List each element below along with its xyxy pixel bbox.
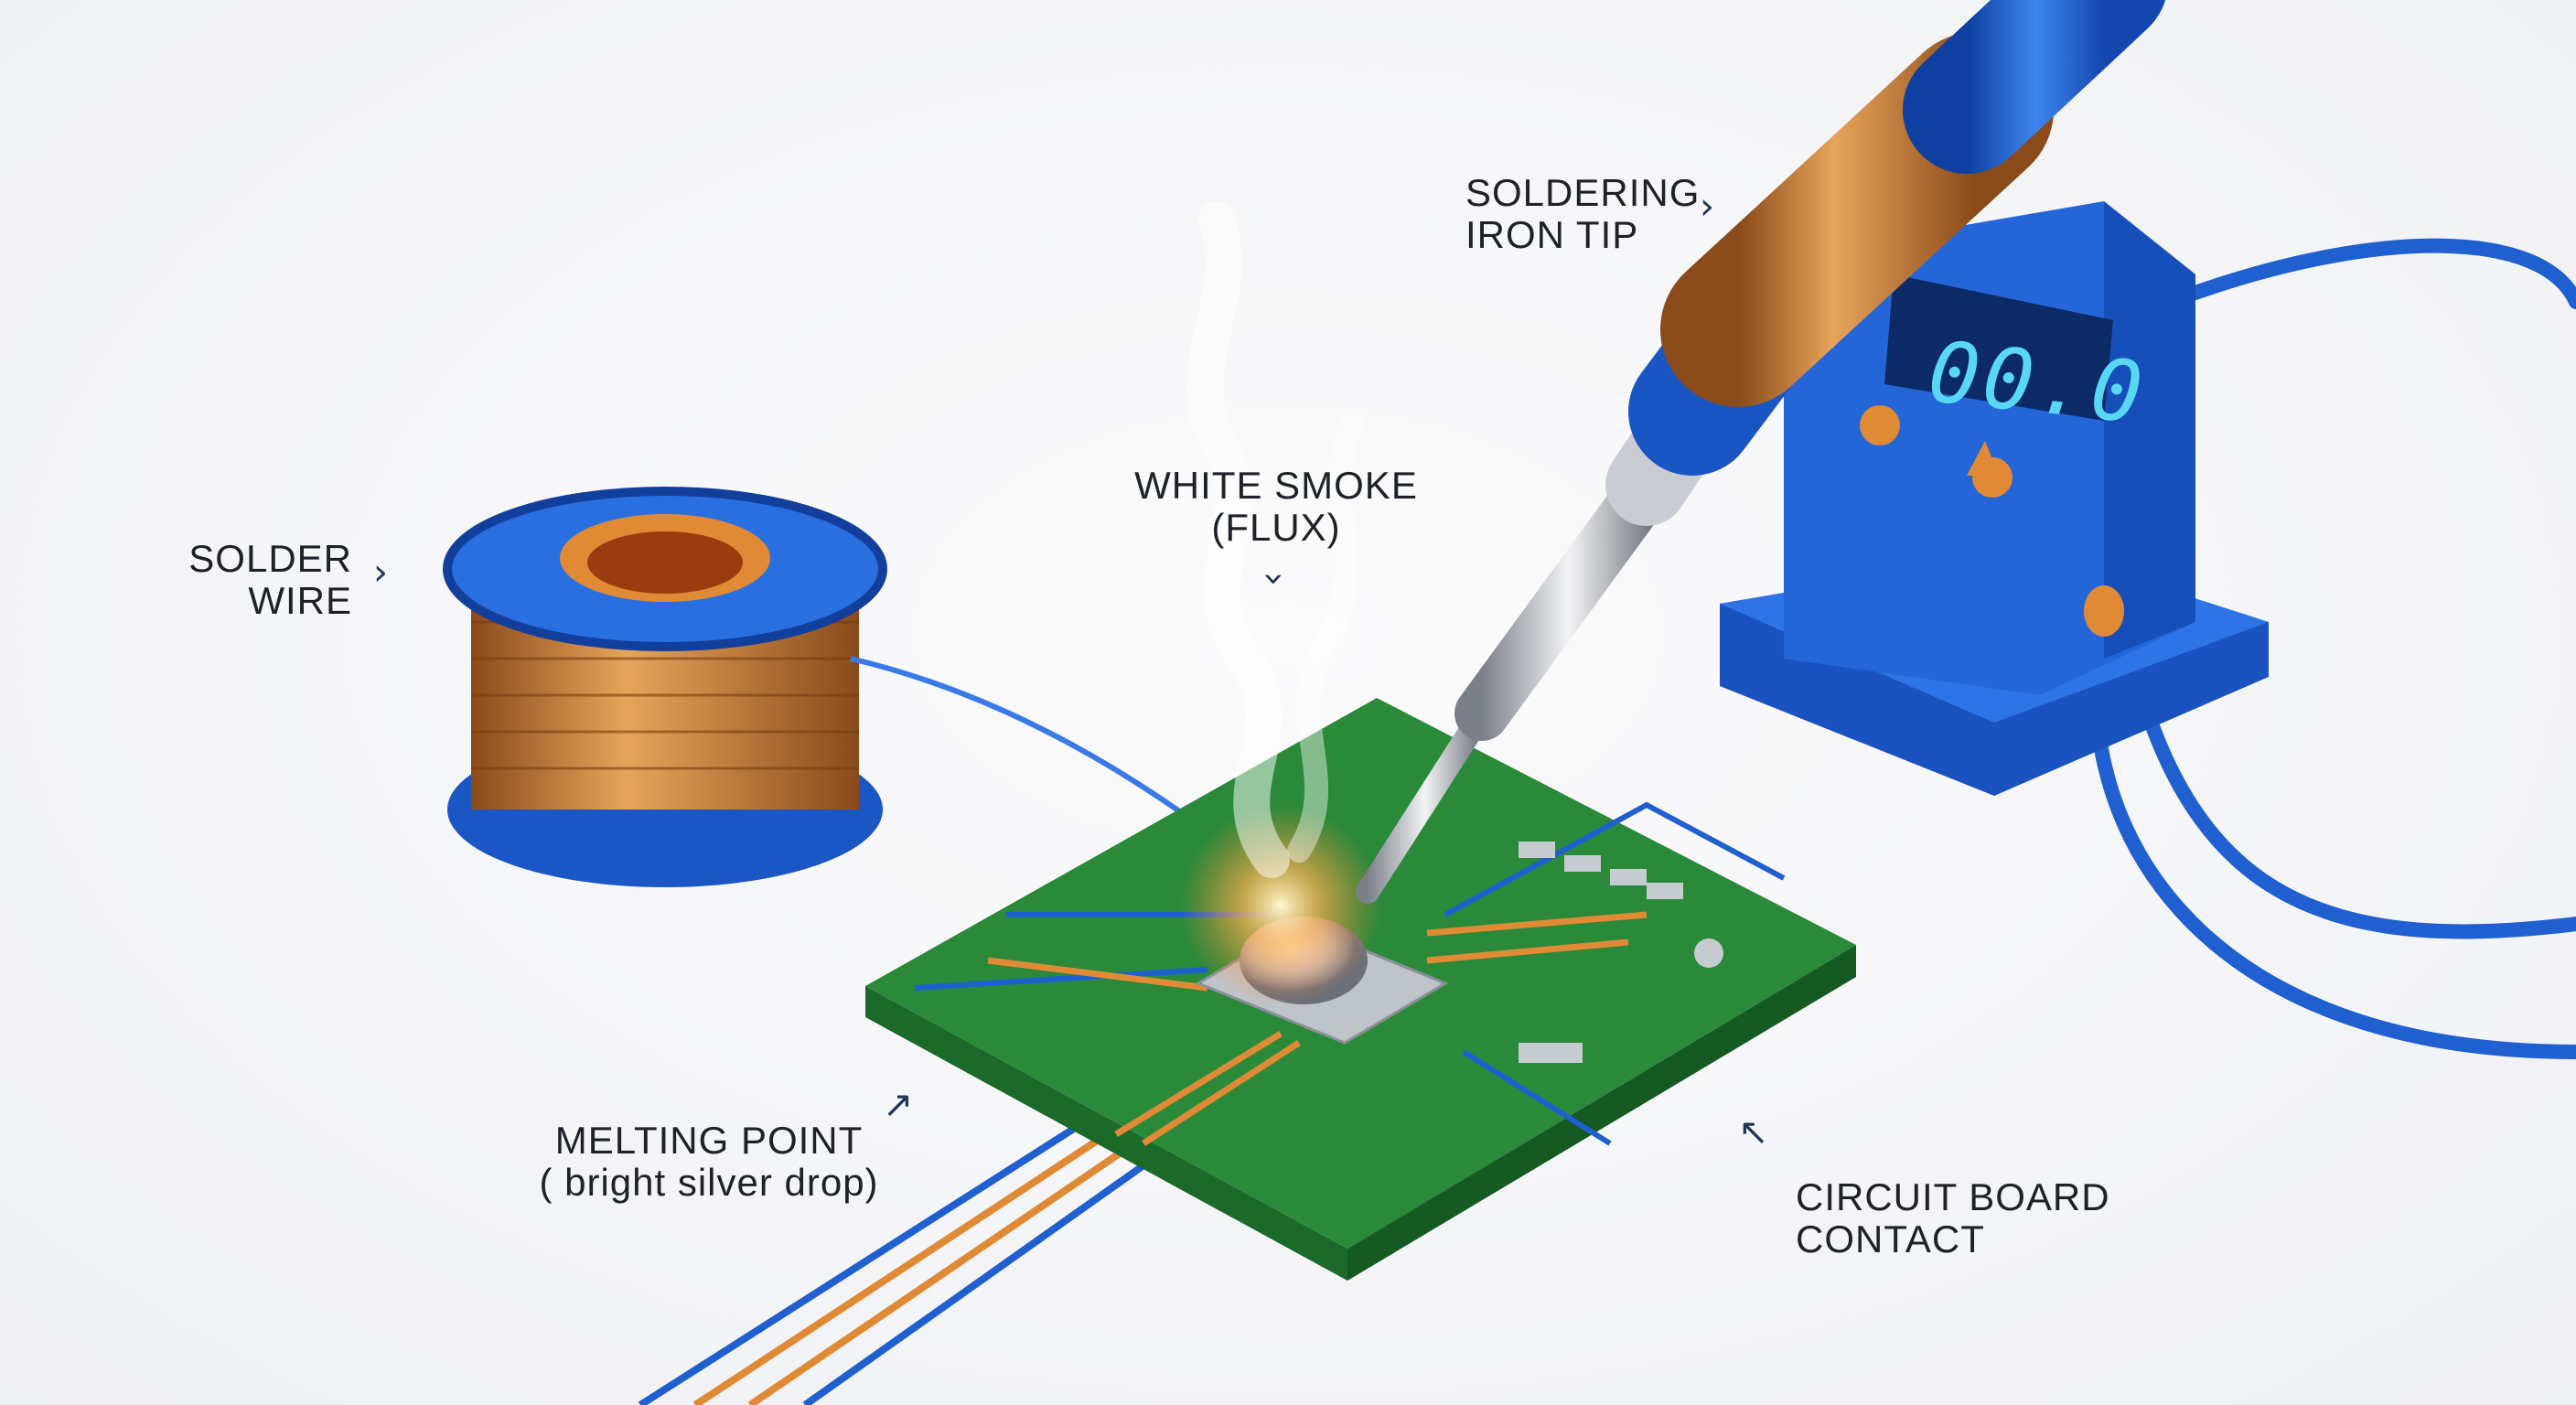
label-line: CONTACT xyxy=(1796,1217,1985,1260)
label-circuit-board: CIRCUIT BOARD CONTACT xyxy=(1796,1176,2110,1260)
label-line: SOLDERING xyxy=(1465,171,1701,214)
soldering-station: 00.0 xyxy=(1720,201,2269,796)
label-line: IRON TIP xyxy=(1465,213,1639,256)
label-line: MELTING POINT xyxy=(554,1119,864,1162)
solder-spool xyxy=(443,487,887,887)
board-leads xyxy=(638,1121,1165,1405)
flux-smoke xyxy=(1186,201,1366,878)
label-line: ( bright silver drop) xyxy=(539,1161,879,1204)
label-iron-tip: SOLDERING IRON TIP xyxy=(1465,172,1700,256)
label-white-smoke: WHITE SMOKE (FLUX) xyxy=(1093,465,1459,549)
label-line: (FLUX) xyxy=(1211,506,1341,549)
label-line: CIRCUIT BOARD xyxy=(1796,1175,2110,1218)
arrow-up-left-icon: ↖ xyxy=(1738,1111,1769,1153)
heat-glow xyxy=(1180,805,1381,1006)
label-melting-point: MELTING POINT ( bright silver drop) xyxy=(512,1120,906,1204)
chevron-down-icon: › xyxy=(1253,572,1295,586)
temperature-display: 00.0 xyxy=(1924,323,2150,443)
chevron-right-icon: › xyxy=(373,552,388,594)
label-solder-wire: SOLDER WIRE xyxy=(165,538,352,622)
station-button-right[interactable] xyxy=(1972,457,2012,498)
arrow-up-right-icon: ↗ xyxy=(883,1084,914,1126)
soldering-iron xyxy=(1356,0,2165,904)
chevron-right-icon: › xyxy=(1700,186,1714,228)
label-line: SOLDER xyxy=(188,537,352,580)
label-line: WHITE SMOKE xyxy=(1134,464,1418,507)
station-button-left[interactable] xyxy=(1860,405,1900,445)
label-line: WIRE xyxy=(248,579,352,622)
